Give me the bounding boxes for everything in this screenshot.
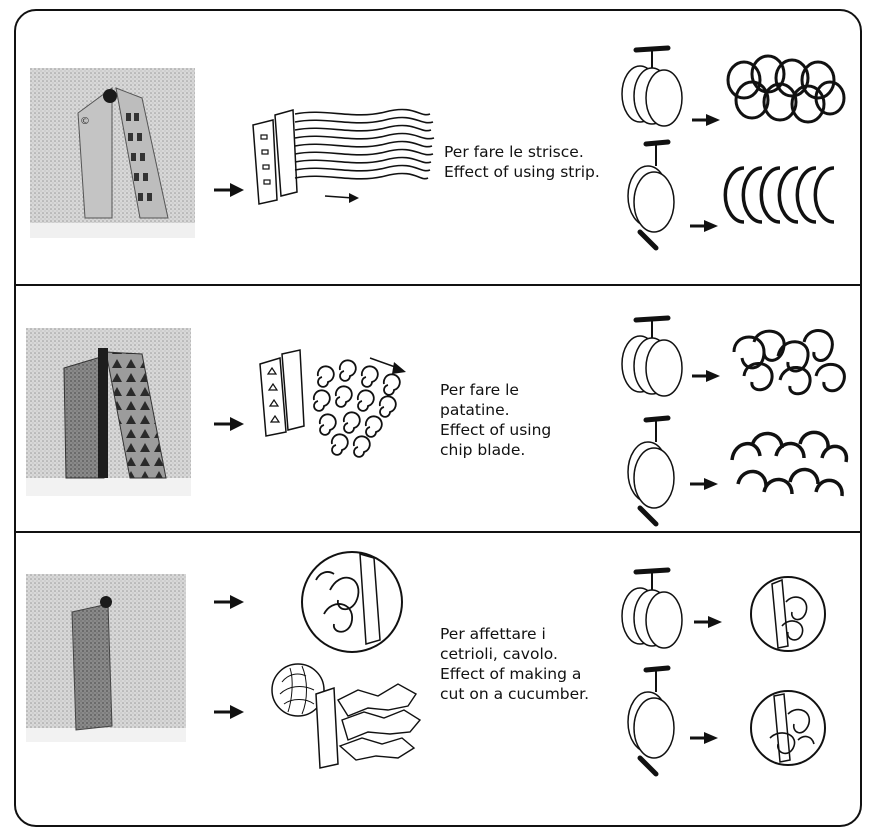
mandoline-blade-photo	[26, 574, 186, 742]
strip-cut-illustration	[252, 108, 435, 205]
cut-result-icon	[730, 430, 849, 497]
section-3-caption: Per affettare i cetrioli, cavolo.Effect …	[440, 624, 589, 704]
mandoline-blade-photo: ©	[30, 68, 195, 238]
arrow-right-icon	[692, 370, 720, 382]
arrow-right-icon	[690, 478, 718, 490]
mandoline-blade-photo	[26, 328, 191, 496]
vegetable-holder-icon	[627, 139, 675, 251]
arrow-right-icon	[214, 183, 244, 197]
vegetable-holder-icon	[627, 665, 675, 777]
caption-english: Effect of using strip.	[444, 163, 600, 181]
cut-result-icon	[750, 576, 826, 652]
arrow-right-icon	[694, 616, 722, 628]
arrow-right-icon	[214, 417, 244, 431]
section-divider	[14, 531, 862, 533]
cucumber-cut-illustration	[271, 663, 422, 769]
vegetable-holder-icon	[621, 567, 683, 649]
arrow-right-icon	[214, 705, 244, 719]
caption-italian: Per fare le patatine.	[440, 381, 519, 419]
section-divider	[14, 284, 862, 286]
arrow-right-icon	[692, 114, 720, 126]
vegetable-holder-icon	[621, 315, 683, 397]
vegetable-holder-icon	[627, 415, 675, 527]
arrow-right-icon	[214, 595, 244, 609]
caption-english: Effect of using chip blade.	[440, 421, 552, 459]
cut-result-icon	[726, 54, 846, 124]
cut-detail-icon	[301, 551, 403, 653]
caption-italian: Per fare le strisce.	[444, 143, 584, 161]
caption-english: Effect of making a cut on a cucumber.	[440, 665, 590, 703]
cut-result-icon	[723, 166, 835, 224]
vegetable-holder-icon	[621, 45, 683, 127]
chip-cut-illustration	[259, 349, 406, 458]
cut-result-icon	[732, 329, 846, 396]
section-1-caption: Per fare le strisce. Effect of using stri…	[444, 142, 600, 182]
section-2-caption: Per fare le patatine.Effect of using chi…	[440, 380, 551, 460]
arrow-right-icon	[690, 220, 718, 232]
svg-text:©: ©	[80, 116, 90, 127]
caption-italian: Per affettare i cetrioli, cavolo.	[440, 625, 558, 663]
arrow-right-icon	[690, 732, 718, 744]
cut-result-icon	[750, 690, 826, 766]
